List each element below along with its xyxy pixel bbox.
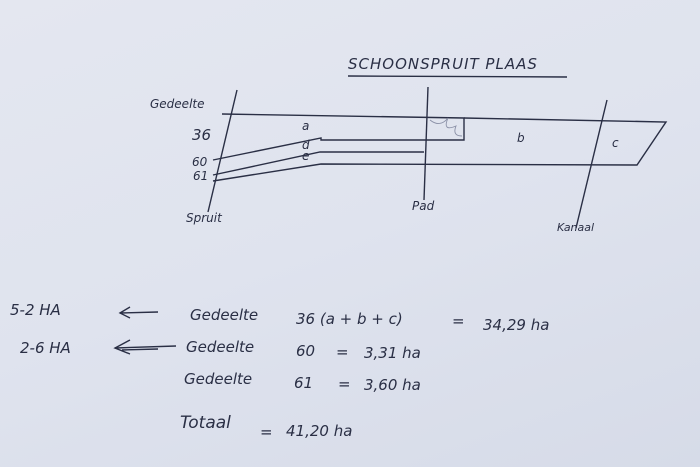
plot-number-61: 61 <box>193 169 209 183</box>
row-1-plot: 36 (a + b + c) <box>296 310 403 328</box>
pad-label: Pad <box>412 199 435 213</box>
spruit-label: Spruit <box>186 211 222 225</box>
scribble <box>429 117 463 137</box>
gedeelte-label: Gedeelte <box>150 97 205 111</box>
plot-number-60: 60 <box>192 155 208 169</box>
section-a: a <box>302 119 310 133</box>
kanaal-line <box>575 99 608 229</box>
row-2-plot: 60 <box>296 342 316 360</box>
arrow-1 <box>118 306 159 319</box>
row-2-eq: = <box>336 343 349 361</box>
arrow-2 <box>113 339 177 355</box>
total-value: 41,20 ha <box>286 422 353 440</box>
title-underline <box>347 75 568 78</box>
section-d: d <box>302 138 310 152</box>
section-e: e <box>302 149 310 163</box>
kanaal-label: Kanaal <box>557 221 595 234</box>
note-left-1: 5-2 HA <box>10 301 61 319</box>
plot-60-line <box>212 151 424 176</box>
plot-number-36: 36 <box>192 126 212 144</box>
row-3-value: 3,60 ha <box>364 376 421 394</box>
plot-36-outline <box>212 113 465 161</box>
section-c: c <box>612 136 619 150</box>
row-3-eq: = <box>338 375 351 393</box>
row-3-label: Gedeelte <box>184 370 253 388</box>
note-left-2: 2-6 HA <box>20 339 71 357</box>
row-2-value: 3,31 ha <box>364 344 421 362</box>
page-title: SCHOONSPRUIT PLAAS <box>348 55 538 73</box>
row-1-value: 34,29 ha <box>483 316 550 334</box>
row-1-eq: = <box>452 312 465 330</box>
row-3-plot: 61 <box>294 374 314 392</box>
plot-36-right-outline <box>212 117 668 182</box>
total-label: Totaal <box>180 413 231 433</box>
pad-line <box>423 86 429 201</box>
row-1-label: Gedeelte <box>190 306 259 324</box>
total-eq: = <box>260 423 273 441</box>
row-2-label: Gedeelte <box>186 338 255 356</box>
spruit-line <box>207 89 238 213</box>
section-b: b <box>517 131 525 145</box>
